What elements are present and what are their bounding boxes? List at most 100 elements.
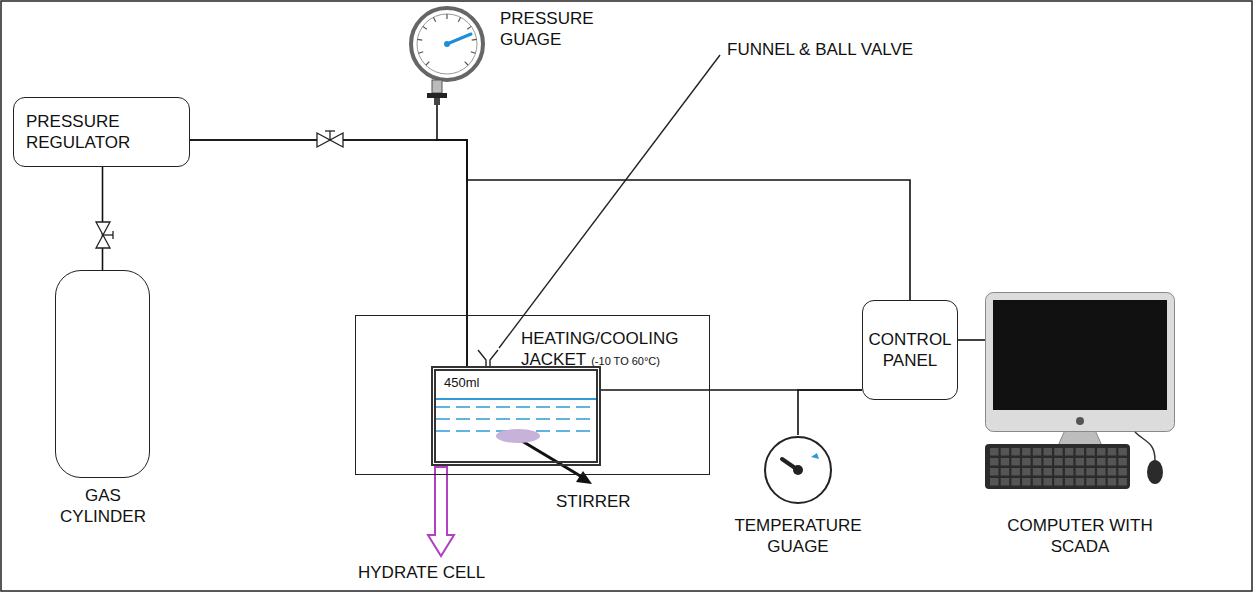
valve-half xyxy=(317,133,330,147)
key xyxy=(1011,468,1020,476)
key xyxy=(1065,478,1074,486)
key xyxy=(990,458,999,466)
valve-handle xyxy=(325,130,335,131)
node-label: GAS CYLINDER xyxy=(53,485,153,528)
key xyxy=(1076,478,1085,486)
funnel-outline xyxy=(478,350,498,367)
monitor-screen xyxy=(993,300,1167,410)
process-box: PRESSURE REGULATOR xyxy=(13,97,190,167)
mouse xyxy=(1147,460,1163,484)
key xyxy=(1065,468,1074,476)
control-panel-box: CONTROL PANEL xyxy=(862,300,958,400)
gas-cylinder: GAS CYLINDER xyxy=(55,270,150,478)
gauge-body xyxy=(765,437,831,503)
hydrate-cell: 450ml xyxy=(431,366,601,466)
node-label: TEMPERATURE GUAGE xyxy=(715,515,881,558)
gauge-tick xyxy=(426,62,430,66)
node-label: PRESSURE GUAGE xyxy=(500,8,600,51)
key xyxy=(1108,468,1117,476)
key xyxy=(1118,448,1127,456)
key xyxy=(1033,458,1042,466)
keyboard-keys xyxy=(990,448,1127,486)
gauge-tick xyxy=(465,62,469,66)
key xyxy=(1065,448,1074,456)
key xyxy=(990,468,999,476)
gauge-tick xyxy=(446,14,447,19)
key xyxy=(990,478,999,486)
key xyxy=(1044,478,1053,486)
callout-label: FUNNEL & BALL VALVE xyxy=(727,40,913,60)
key xyxy=(1033,478,1042,486)
pipe-line xyxy=(798,390,862,435)
keyboard xyxy=(985,444,1130,489)
key xyxy=(1086,468,1095,476)
key xyxy=(1118,458,1127,466)
key xyxy=(1001,478,1010,486)
gauge-tick xyxy=(471,52,476,54)
key xyxy=(1011,478,1020,486)
monitor-logo xyxy=(1076,417,1084,425)
monitor-bezel xyxy=(986,293,1175,432)
pipe-line xyxy=(958,339,985,341)
key xyxy=(1054,468,1063,476)
key xyxy=(1022,468,1031,476)
key xyxy=(1044,458,1053,466)
stirrer-bar xyxy=(496,429,540,443)
key xyxy=(1044,448,1053,456)
gauge-needle xyxy=(447,34,471,44)
key xyxy=(1108,478,1117,486)
gauge-tick xyxy=(433,17,435,21)
pipe-line xyxy=(190,140,467,366)
node-label: (-10 TO 60°C) xyxy=(591,355,660,367)
valve-stem xyxy=(329,131,330,140)
pipe-line xyxy=(437,105,467,366)
key xyxy=(1001,468,1010,476)
gauge-tick xyxy=(417,39,422,41)
pipe-line xyxy=(190,140,910,300)
key xyxy=(1097,478,1106,486)
node-label: CONTROL PANEL xyxy=(863,329,957,372)
temperature-gauge: TEMPERATURE GUAGE xyxy=(755,435,841,505)
computer-symbol xyxy=(985,292,1175,492)
water-surface xyxy=(436,398,596,400)
key xyxy=(1065,458,1074,466)
key xyxy=(1076,458,1085,466)
needle-hub xyxy=(444,41,450,47)
key xyxy=(1086,448,1095,456)
gauge-tick xyxy=(467,26,471,29)
cooling-jacket: HEATING/COOLING JACKET(-10 TO 60°C) 450ml xyxy=(355,315,710,475)
gauge-dial xyxy=(417,14,477,74)
key xyxy=(1001,448,1010,456)
key xyxy=(1086,478,1095,486)
key xyxy=(1011,448,1020,456)
callout-label: HYDRATE CELL xyxy=(358,563,485,583)
gauge-mark xyxy=(811,453,819,459)
node-label: COMPUTER WITH SCADA xyxy=(1000,515,1160,558)
mouse-cord xyxy=(1135,432,1155,460)
funnel xyxy=(478,55,720,367)
gauge-fitting xyxy=(434,98,440,105)
gauge-ticks xyxy=(417,14,476,65)
key xyxy=(1054,478,1063,486)
computer: COMPUTER WITH SCADA xyxy=(985,292,1175,432)
hydrate-cell-arrow xyxy=(428,467,454,556)
arrow-head xyxy=(576,471,592,484)
key xyxy=(1011,458,1020,466)
key xyxy=(1044,468,1053,476)
gauge-tick xyxy=(458,17,460,21)
pressure-gauge: PRESSURE GUAGE xyxy=(405,4,490,105)
key xyxy=(1022,458,1031,466)
key xyxy=(1033,448,1042,456)
label-group: HEATING/COOLING JACKET(-10 TO 60°C) xyxy=(521,328,706,371)
key xyxy=(1022,448,1031,456)
leader-line xyxy=(499,55,720,348)
node-label: 450ml xyxy=(444,375,479,391)
node-label: PRESSURE REGULATOR xyxy=(14,111,189,154)
key xyxy=(1076,468,1085,476)
water-line xyxy=(436,418,596,420)
key xyxy=(1054,458,1063,466)
valve-half xyxy=(96,222,110,235)
